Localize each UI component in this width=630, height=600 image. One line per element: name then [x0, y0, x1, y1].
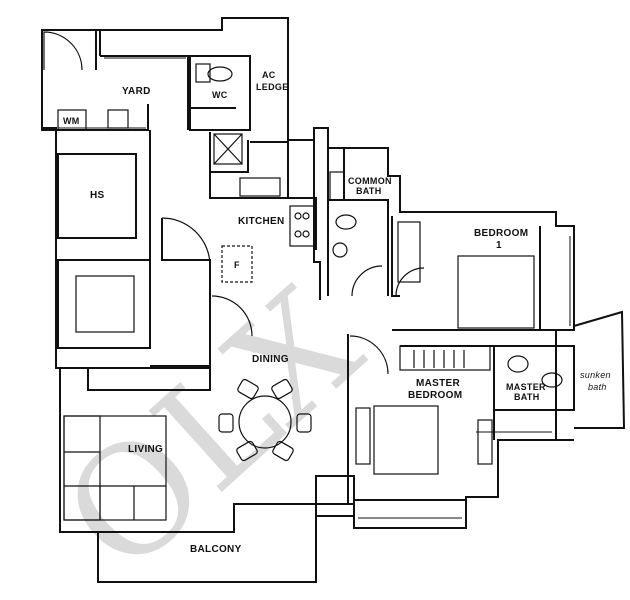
master-bed-side-left — [355, 407, 371, 465]
yard-sink — [107, 109, 129, 129]
master-bed-side-right — [477, 419, 493, 465]
room-labels: YARD WM WC AC LEDGE HS KITCHEN F COMMON … — [63, 70, 611, 555]
store-box — [57, 259, 151, 349]
label-ac-ledge-2: LEDGE — [256, 82, 289, 92]
label-hs: HS — [90, 190, 105, 201]
wardrobe-master — [399, 345, 491, 371]
stove-burner — [294, 230, 302, 238]
common-bath-basin — [329, 171, 345, 201]
wardrobe-master-hatch — [413, 350, 465, 368]
label-master-bath-2: BATH — [514, 392, 540, 402]
sofa-back — [63, 415, 101, 521]
label-living: LIVING — [128, 444, 163, 455]
dining-walls — [60, 366, 355, 517]
ac-ledge-walls — [222, 17, 289, 143]
label-wm: WM — [63, 116, 80, 126]
label-bedroom1-2: 1 — [496, 240, 502, 251]
label-bedroom1-1: BEDROOM — [474, 228, 528, 239]
label-dining: DINING — [252, 354, 289, 365]
label-master-bath-1: MASTER — [506, 382, 546, 392]
common-bath-floor-trap — [332, 242, 348, 258]
wc-walls — [189, 55, 251, 131]
label-common-bath-1: COMMON — [348, 176, 392, 186]
label-sunken-bath-1: sunken — [580, 370, 611, 380]
label-master-bedroom-2: BEDROOM — [408, 390, 462, 401]
yard-walls — [41, 30, 190, 131]
master-bath-basin — [507, 355, 529, 373]
wc-toilet — [207, 66, 233, 82]
label-yard: YARD — [122, 86, 151, 97]
label-balcony: BALCONY — [190, 544, 242, 555]
stove-burner — [294, 212, 302, 220]
window-bands — [58, 57, 571, 519]
stove-burner — [302, 212, 310, 220]
shower-cross — [213, 133, 243, 165]
label-common-bath-2: BATH — [356, 186, 382, 196]
shower — [213, 133, 243, 165]
master-bath-toilet — [541, 372, 563, 388]
wc-basin — [195, 63, 211, 83]
kitchen-walls — [209, 132, 321, 300]
wardrobe-b1 — [397, 221, 421, 283]
label-wc: WC — [212, 90, 228, 100]
sofa-cushions — [64, 451, 166, 520]
balcony-walls — [97, 516, 317, 583]
common-bath-toilet — [335, 214, 357, 230]
store-box-inner — [75, 275, 135, 333]
fridge-box — [221, 245, 253, 283]
sunken-bath-walls — [573, 310, 626, 429]
master-bath-walls — [494, 345, 575, 441]
hs-room — [57, 153, 137, 239]
stove-burner — [302, 230, 310, 238]
dining-chairs — [218, 378, 312, 462]
bed-b1 — [457, 255, 535, 329]
stove — [289, 205, 315, 247]
kitchen-sink — [239, 177, 281, 197]
door-swings — [43, 31, 425, 375]
bedroom1-walls — [391, 216, 556, 331]
master-bed — [373, 405, 439, 475]
common-bath-walls — [327, 148, 389, 296]
label-master-bedroom-1: MASTER — [416, 378, 460, 389]
label-fridge: F — [234, 260, 240, 270]
wm-box — [57, 109, 87, 131]
label-sunken-bath-2: bath — [588, 382, 607, 392]
label-kitchen: KITCHEN — [238, 216, 285, 227]
label-ac-ledge-1: AC — [262, 70, 276, 80]
dining-table — [238, 395, 292, 449]
